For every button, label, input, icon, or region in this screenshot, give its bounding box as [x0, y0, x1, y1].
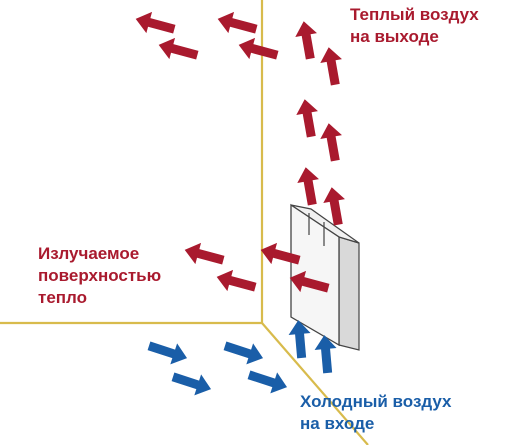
cold-air-intake-arrow [314, 335, 337, 374]
radiated-heat-label-line-3: тепло [38, 288, 88, 307]
cold-air-arrow [223, 341, 264, 365]
cold-air-inlet-label-line-1: Холодный воздух [300, 392, 452, 411]
cold-air-inlet-label-line-2: на входе [300, 414, 375, 433]
warm-air-arrow [217, 11, 258, 34]
radiated-heat-label-line-1: Излучаемое [38, 244, 140, 263]
warm-air-outlet-label: Теплый воздух на выходе [350, 4, 479, 48]
radiated-heat-arrow [216, 269, 257, 292]
warm-air-rising-arrow [323, 187, 345, 226]
radiated-heat-arrow [184, 242, 225, 265]
radiated-heat-arrow [260, 242, 301, 265]
radiated-heat-arrow [289, 270, 330, 293]
warm-air-outlet-label-line-1: Теплый воздух [350, 5, 479, 24]
warm-air-rising-arrow [320, 47, 342, 86]
airflow-arrows [135, 11, 345, 396]
heater-side-face [338, 236, 360, 351]
warm-air-outlet-label-line-2: на выходе [350, 27, 439, 46]
warm-air-arrow [158, 37, 199, 60]
radiated-heat-label: Излучаемое поверхностью тепло [38, 243, 161, 309]
radiated-heat-label-line-2: поверхностью [38, 266, 162, 285]
warm-air-rising-arrow [295, 21, 317, 60]
cold-air-arrow [147, 341, 188, 365]
warm-air-rising-arrow [320, 123, 342, 162]
heater-front-face [290, 203, 340, 347]
cold-air-arrow [171, 372, 212, 396]
warm-air-rising-arrow [296, 99, 318, 138]
cold-air-intake-arrow [288, 320, 311, 359]
panel-heater-icon [290, 203, 360, 351]
warm-air-rising-arrow [297, 167, 319, 206]
warm-air-arrow [238, 37, 279, 60]
warm-air-arrow [135, 11, 176, 34]
cold-air-inlet-label: Холодный воздух на входе [300, 391, 452, 435]
wall-floor-diagonal [261, 322, 369, 445]
cold-air-arrow [247, 370, 288, 394]
